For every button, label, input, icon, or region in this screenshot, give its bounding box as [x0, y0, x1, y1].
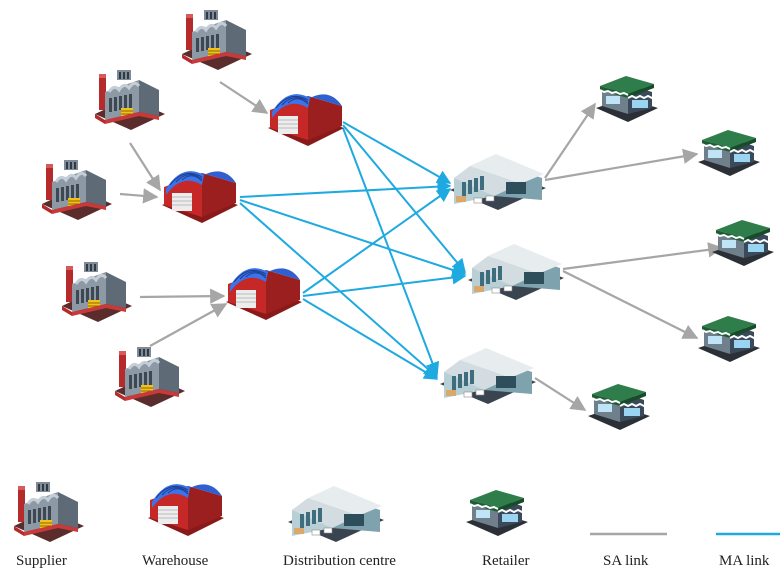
legend-label-ma-link: MA link — [719, 553, 770, 569]
warehouse-icon — [161, 170, 239, 224]
distribution-centre-icon — [467, 243, 565, 301]
ma-link — [342, 121, 452, 184]
legend — [12, 480, 780, 544]
legend-label-supplier: Supplier — [16, 553, 67, 569]
sa-link — [119, 188, 159, 204]
legend-factory-icon — [12, 480, 86, 544]
ma-link — [342, 124, 466, 274]
distribution-centre-icon — [449, 153, 547, 211]
sa-links — [119, 81, 724, 411]
ma-link — [342, 127, 440, 377]
retailer-store-icon — [697, 315, 761, 363]
retailer-store-icon — [595, 75, 659, 123]
distribution-centre-icon — [439, 347, 537, 405]
legend-label-distribution-centre: Distribution centre — [283, 553, 396, 569]
legend-label-sa-link: SA link — [603, 553, 649, 569]
factory-icon — [180, 8, 254, 72]
legend-label-retailer: Retailer — [482, 553, 530, 569]
legend-label-warehouse: Warehouse — [142, 553, 209, 569]
factory-icon — [60, 260, 134, 324]
sa-link — [139, 288, 226, 304]
sa-link — [544, 148, 699, 182]
sa-link — [219, 81, 269, 114]
legend-warehouse-icon — [147, 483, 225, 537]
ma-link — [302, 270, 467, 297]
sa-link — [149, 303, 228, 347]
warehouse-icon — [267, 93, 345, 147]
ma-link — [239, 202, 439, 378]
factory-icon — [40, 158, 114, 222]
ma-link — [302, 298, 439, 380]
legend-distribution-centre-icon — [287, 485, 385, 543]
sa-link — [562, 270, 699, 339]
factory-icon — [93, 68, 167, 132]
retailer-store-icon — [587, 383, 651, 431]
sa-link — [562, 242, 724, 271]
retailer-store-icon — [697, 129, 761, 177]
retailer-store-icon — [711, 219, 775, 267]
sa-link — [544, 102, 596, 179]
sa-link — [129, 142, 161, 192]
ma-links — [239, 121, 467, 380]
sa-link — [534, 377, 587, 411]
warehouse-nodes — [161, 93, 345, 321]
warehouse-icon — [225, 267, 303, 321]
factory-icon — [113, 345, 187, 409]
legend-retailer-store-icon — [465, 489, 529, 537]
distribution-centre-nodes — [439, 153, 565, 405]
ma-link — [302, 188, 452, 294]
ma-link — [239, 199, 467, 277]
ma-link — [239, 179, 452, 198]
